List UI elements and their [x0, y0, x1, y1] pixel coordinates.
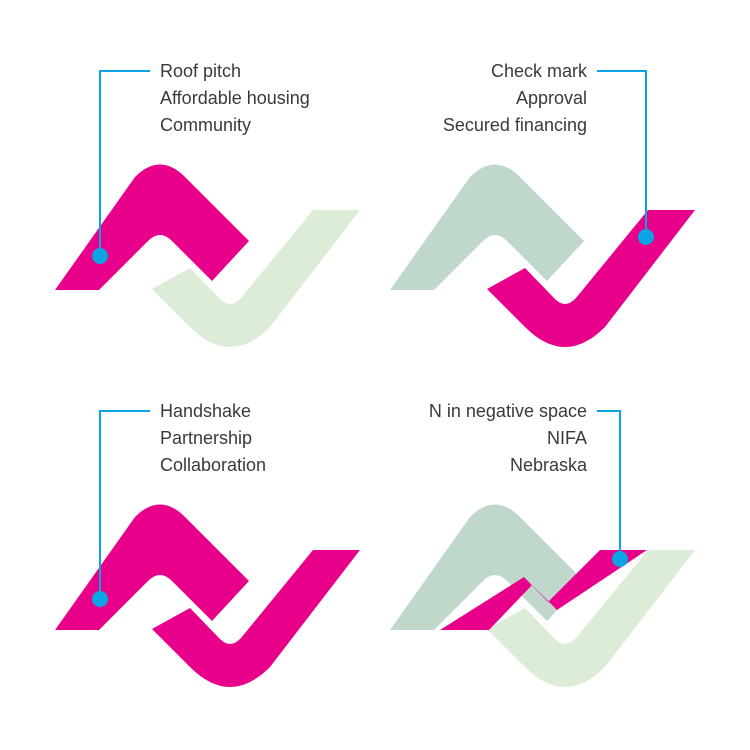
callout-dot — [638, 229, 654, 245]
callout-dot — [92, 591, 108, 607]
label-line-1: Check mark — [491, 61, 588, 81]
callout-line — [597, 410, 621, 559]
label-line-3: Community — [160, 115, 251, 135]
label-line-2: Affordable housing — [160, 88, 310, 108]
callout-line — [597, 70, 647, 237]
label-line-2: Partnership — [160, 428, 252, 448]
roof-shape — [390, 164, 584, 290]
check-shape — [152, 210, 360, 347]
callout-line — [99, 70, 150, 256]
label-line-1: Roof pitch — [160, 61, 241, 81]
roof-shape — [390, 504, 584, 630]
label-line-1: N in negative space — [429, 401, 587, 421]
label-line-1: Handshake — [160, 401, 251, 421]
callout-dot — [612, 551, 628, 567]
panel-handshake: Handshake Partnership Collaboration — [55, 401, 360, 687]
callout-dot — [92, 248, 108, 264]
panel-check-mark: Check mark Approval Secured financing — [390, 61, 695, 347]
roof-shape — [55, 164, 249, 290]
roof-shape — [55, 504, 249, 630]
panel-roof-pitch: Roof pitch Affordable housing Community — [55, 61, 360, 347]
panel-n-negative-space: N in negative space NIFA Nebraska — [390, 401, 695, 687]
label-line-3: Secured financing — [443, 115, 587, 135]
n-overlap-shape — [440, 550, 647, 630]
callout-line — [99, 410, 150, 599]
check-shape — [152, 550, 360, 687]
label-line-3: Nebraska — [510, 455, 588, 475]
check-shape — [487, 550, 695, 687]
label-line-2: Approval — [516, 88, 587, 108]
label-line-3: Collaboration — [160, 455, 266, 475]
label-line-2: NIFA — [547, 428, 587, 448]
